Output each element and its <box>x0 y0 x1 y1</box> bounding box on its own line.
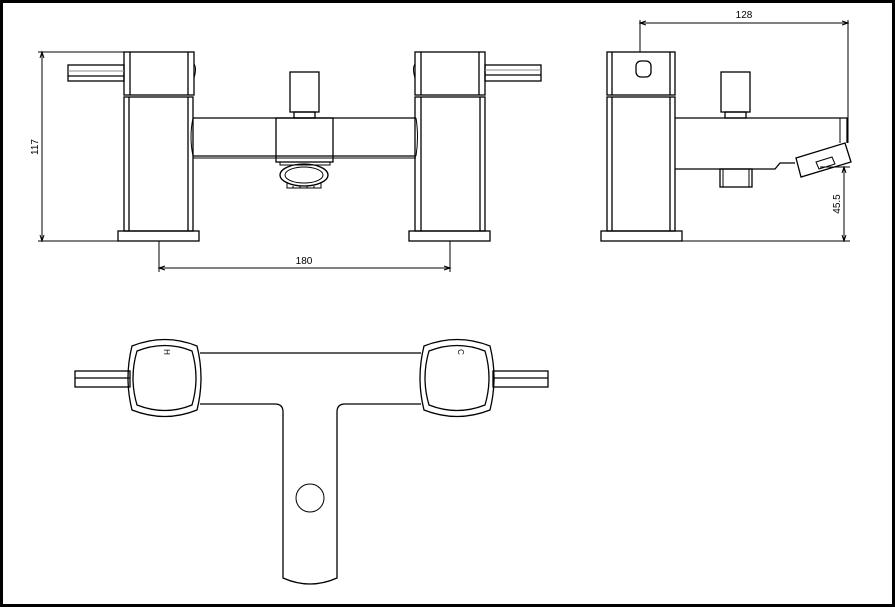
right-valve-body <box>408 51 542 242</box>
cold-label: C <box>456 349 465 355</box>
depth-label: 128 <box>736 10 753 21</box>
centres-dimension: 180 <box>157 241 452 272</box>
hand-shower-head <box>795 142 852 178</box>
plan-right-handle: C <box>419 338 549 418</box>
left-lever <box>67 64 125 82</box>
spout-height-dimension: 45.5 <box>682 165 850 243</box>
aerator <box>279 162 331 189</box>
side-spout <box>675 71 852 188</box>
plan-left-handle: H <box>74 338 202 418</box>
centres-label: 180 <box>296 256 313 267</box>
spout-height-label: 45.5 <box>832 194 843 214</box>
height-label: 117 <box>30 139 41 155</box>
side-valve-body <box>600 51 683 242</box>
plan-body <box>200 352 421 585</box>
height-dimension: 117 <box>30 50 124 243</box>
side-view: 128 45.5 <box>600 10 852 243</box>
spout-body <box>190 71 418 189</box>
right-lever <box>484 64 542 82</box>
plan-view: H C <box>74 338 549 585</box>
left-valve-body <box>67 51 200 242</box>
hot-label: H <box>162 349 171 355</box>
front-view: 117 180 <box>30 50 542 272</box>
depth-dimension: 128 <box>638 10 850 143</box>
